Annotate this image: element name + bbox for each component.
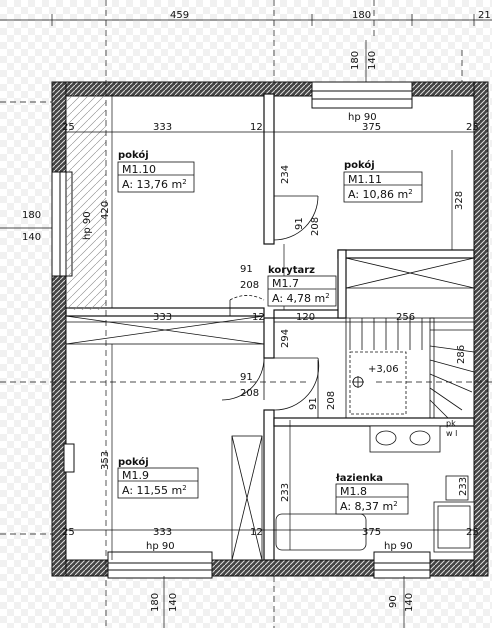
dim-top-180: 180 <box>352 10 371 21</box>
dim-375-top: 375 <box>362 122 381 133</box>
dim-353: 353 <box>100 451 111 470</box>
dim-256: 256 <box>396 312 415 323</box>
room-code-m110: M1.10 <box>122 163 156 176</box>
dim-door-91-d: 91 <box>308 397 319 410</box>
dim-12-b: 12 <box>250 527 263 538</box>
dim-door-208-c: 208 <box>240 388 259 399</box>
dim-234: 234 <box>280 165 291 184</box>
bathroom-fixtures <box>275 425 475 553</box>
dim-door-91-c: 91 <box>240 372 253 383</box>
dim-12-c: 12 <box>252 312 265 323</box>
dim-233-a: 233 <box>280 483 291 502</box>
room-area-m111: A: 10,86 m2 <box>348 188 413 201</box>
dim-25-b: 25 <box>466 122 479 133</box>
dim-bottom-v90: 90 <box>388 595 399 608</box>
dim-door-91-b: 91 <box>240 264 253 275</box>
room-name-m19: pokój <box>118 456 149 468</box>
room-area-m17: A: 4,78 m2 <box>272 292 330 305</box>
dim-bottom-v180: 180 <box>150 593 161 612</box>
dim-294: 294 <box>280 329 291 348</box>
dim-door-208-b: 208 <box>240 280 259 291</box>
dim-286: 286 <box>456 345 467 364</box>
room-name-m17: korytarz <box>268 265 315 276</box>
room-area-m18: A: 8,37 m2 <box>340 500 398 513</box>
dim-top-hp: hp 90 <box>348 112 377 123</box>
doors <box>221 195 320 418</box>
staircase <box>345 317 475 419</box>
room-name-m110: pokój <box>118 149 149 161</box>
dim-bottom-v140a: 140 <box>168 593 179 612</box>
dim-left-180: 180 <box>22 210 41 221</box>
dim-top-459: 459 <box>170 10 189 21</box>
label-pk: pk <box>446 419 456 428</box>
dim-door-208-d: 208 <box>326 391 337 410</box>
room-labels: pokój M1.10 A: 13,76 m2 pokój M1.11 A: 1… <box>118 149 413 513</box>
room-code-m111: M1.11 <box>348 173 382 186</box>
label-wl: w l <box>446 429 457 438</box>
dim-door-208-a: 208 <box>310 217 321 236</box>
dim-25-c: 25 <box>62 527 75 538</box>
dim-left-140: 140 <box>22 232 41 243</box>
room-area-m110: A: 13,76 m2 <box>122 178 187 191</box>
dim-328: 328 <box>454 191 465 210</box>
closet-areas <box>65 94 475 561</box>
interior-walls <box>65 93 475 561</box>
dim-120: 120 <box>296 312 315 323</box>
dim-333-mid: 333 <box>153 312 172 323</box>
dim-12-a: 12 <box>250 122 263 133</box>
room-area-m19: A: 11,55 m2 <box>122 484 187 497</box>
room-code-m17: M1.7 <box>272 277 299 290</box>
dim-bottom-hp-left: hp 90 <box>146 541 175 552</box>
room-label-boxes <box>117 161 423 515</box>
dim-25-d: 25 <box>466 527 479 538</box>
room-code-m19: M1.9 <box>122 469 149 482</box>
dim-420: 420 <box>100 201 111 220</box>
room-name-m18: łazienka <box>335 473 383 484</box>
room-name-m111: pokój <box>344 159 375 171</box>
dim-233-b: 233 <box>458 477 469 496</box>
dim-375-bot: 375 <box>362 527 381 538</box>
stair-level: +3,06 <box>368 364 399 375</box>
dim-333-bot: 333 <box>153 527 172 538</box>
dim-bottom-v140b: 140 <box>404 593 415 612</box>
dim-bottom-hp-right: hp 90 <box>384 541 413 552</box>
dimension-labels: 459 180 21 180 140 180 140 hp 90 hp 90 h… <box>22 10 491 612</box>
dim-333-top: 333 <box>153 122 172 133</box>
dim-top-v140: 140 <box>367 51 378 70</box>
dim-door-91-a: 91 <box>294 217 305 230</box>
dim-top-v180: 180 <box>350 51 361 70</box>
windows <box>51 81 431 579</box>
dim-top-21: 21 <box>478 10 491 21</box>
dim-left-hp: hp 90 <box>82 211 93 240</box>
room-code-m18: M1.8 <box>340 485 367 498</box>
dim-25-a: 25 <box>62 122 75 133</box>
